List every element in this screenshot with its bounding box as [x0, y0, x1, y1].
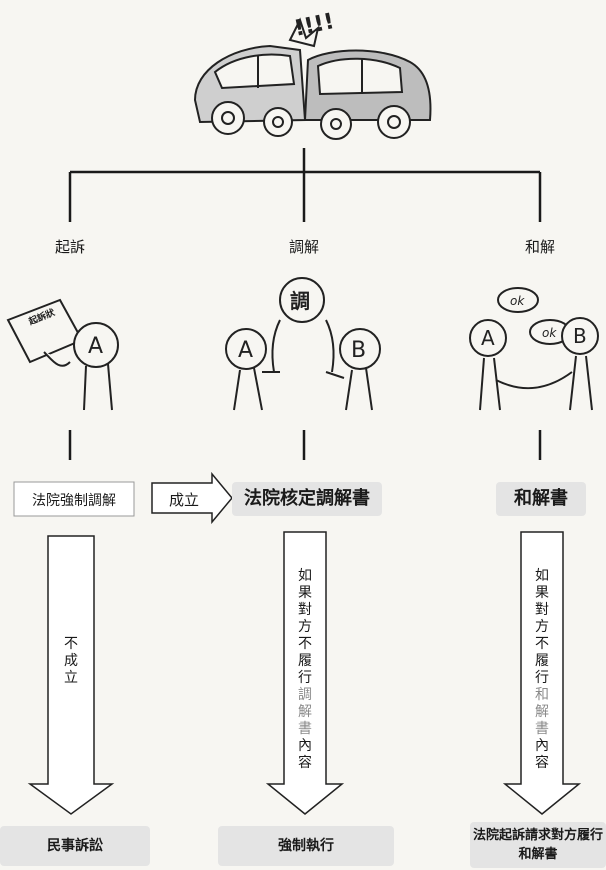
figure-connectors	[68, 430, 542, 460]
crash-exclamations: !!!!	[292, 9, 336, 42]
outcome-sue-for-settlement: 法院起訴請求對方履行和解書	[470, 822, 606, 868]
lawsuit-condition-text: 如果對方不履行 和解書 內容	[533, 568, 551, 772]
court-approved-mediation-document: 法院核定調解書	[232, 482, 382, 516]
condition-text-part-2: 和解書	[535, 687, 549, 737]
branch-label-lawsuit: 起訴	[54, 238, 85, 256]
person-a-label-right: A	[481, 326, 495, 350]
condition-text-part-3: 內容	[535, 738, 549, 771]
not-established-text: 不成立	[64, 636, 78, 686]
court-mediation-box	[13, 481, 135, 517]
mediation-figure	[225, 277, 381, 411]
car-crash-illustration	[193, 17, 432, 140]
condition-text-part-1: 如果對方不履行	[298, 568, 312, 686]
person-a-label-left: A	[88, 334, 103, 359]
outcome-civil-lawsuit: 民事訴訟	[0, 826, 150, 866]
person-b-label-center: B	[351, 338, 366, 363]
established-label: 成立	[168, 491, 199, 509]
established-arrow	[151, 471, 233, 525]
condition-text-part-1: 如果對方不履行	[535, 568, 549, 686]
branch-label-mediation: 調解	[288, 238, 319, 256]
enforcement-condition-text: 如果對方不履行 調解書 內容	[296, 568, 314, 772]
plaintiff-with-complaint-figure	[6, 298, 119, 411]
condition-text-part-3: 內容	[298, 738, 312, 771]
not-established-arrow	[27, 535, 115, 815]
person-b-label-right: B	[573, 324, 587, 348]
mediator-label: 調	[290, 289, 310, 313]
settlement-handshake-figure	[469, 287, 599, 411]
lawsuit-arrow	[502, 531, 582, 815]
outcome-compulsory-enforcement: 強制執行	[218, 826, 394, 866]
condition-text-part-2: 調解書	[298, 687, 312, 737]
branch-label-settlement: 和解	[524, 238, 555, 256]
ok-bubble-two: ok	[542, 326, 557, 340]
enforcement-arrow	[265, 531, 345, 815]
ok-bubble-one: ok	[510, 294, 525, 308]
branch-connector	[68, 148, 542, 222]
person-a-label-center: A	[238, 338, 253, 363]
court-mediation-label: 法院強制調解	[32, 493, 116, 509]
settlement-document: 和解書	[496, 482, 586, 516]
